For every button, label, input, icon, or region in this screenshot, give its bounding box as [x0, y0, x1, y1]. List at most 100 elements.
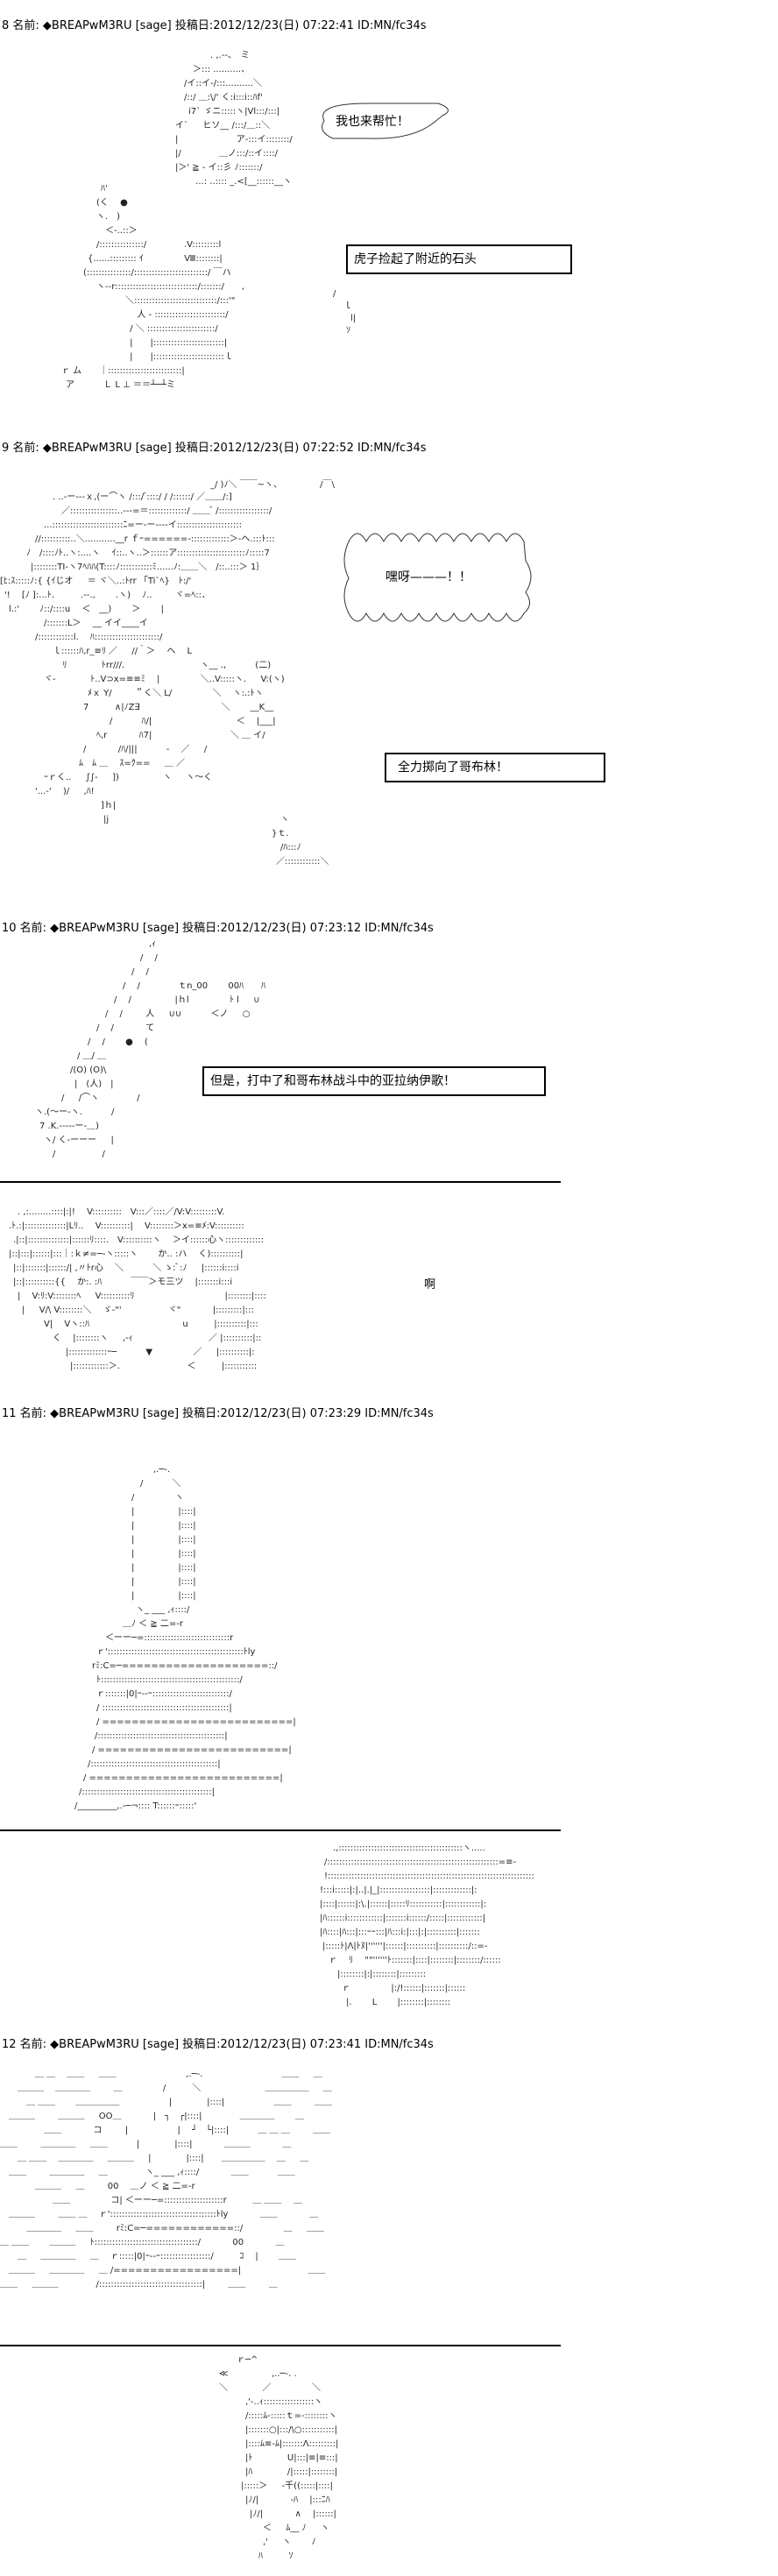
svg-text:}ｔ.: }ｔ.	[272, 829, 289, 839]
svg-text:＿ ＿＿ ＿＿＿＿＿ | |::::|: ＿ ＿＿ ＿＿＿＿＿ | |::::| ＿＿ ＿＿	[26, 2098, 332, 2107]
svg-text:| V:ﾘ:V::::::::ﾍ V:::::::::: | V:ﾘ:V::::::::ﾍ V::::::::::ﾘ |::::::::|…	[18, 1292, 266, 1301]
svg-text:V| Vヽ::ﾊ u |::: V| Vヽ::ﾊ u |::::::::::|:::	[44, 1320, 258, 1329]
svg-text:|ﾊ::::::i::::::::::::|:::::::i: |ﾊ::::::i::::::::::::|:::::::i::::::/:::…	[320, 1914, 485, 1923]
svg-text:/ / ｔn_00 00ﾊ ﾊ: / / ｔn_00 00ﾊ ﾊ	[123, 981, 265, 991]
svg-text:| |::::|: | |::::|	[131, 1591, 196, 1601]
svg-text:| |::::|: | |::::|	[131, 1577, 196, 1587]
svg-text:/ /: / /	[131, 967, 150, 977]
svg-text:7 ∧|ﾉZ∃ ＼ __K: 7 ∧|ﾉZ∃ ＼ __K__	[83, 702, 274, 712]
svg-text:/ / 人 ∪∪ ＜ノ ○: / / 人 ∪∪ ＜ノ ○	[105, 1008, 251, 1019]
svg-text:ｒ:::::::|0|ｰ--ｰ:::::::::::::::: ｒ:::::::|0|ｰ--ｰ:::::::::::::::::::::::::…	[96, 1689, 232, 1699]
svg-text:ｒ |:/!::::::|:::::::|::::: ｒ |:/!::::::|:::::::|::::::	[342, 1984, 465, 1993]
svg-text:ヽ/ く-ーーー |: ヽ/ く-ーーー |	[44, 1136, 114, 1145]
svg-text:ﾄ:::::::::::::::::::::::::::::: ﾄ:::::::::::::::::::::::::::::::::::::::…	[96, 1675, 243, 1685]
svg-text:(:::::::::::::::/:::::::::::::: (:::::::::::::::/:::::::::::::::::::::::…	[83, 266, 231, 278]
svg-text:/:::::::::::::::::::::::::::::: /:::::::::::::::::::::::::::::::::::::::…	[79, 1787, 215, 1797]
svg-text:ﾊ': ﾊ'	[101, 184, 117, 194]
svg-text:|::::::::TI-ヽ7ﾍﾊﾊ(T::::ﾉ::::::: |::::::::TI-ヽ7ﾍﾊﾊ(T::::ﾉ:::::::::::ﾐ....…	[31, 562, 265, 572]
post-header: 10 名前: ◆BREAPwM3RU [sage] 投稿日:2012/12/23…	[2, 922, 434, 935]
post-header: 12 名前: ◆BREAPwM3RU [sage] 投稿日:2012/12/23…	[2, 2038, 434, 2051]
ascii-art-panel: ＿ ＿ ＿＿ ＿＿ ,.─-. ＿＿ ＿ ＿＿＿ ＿＿＿＿ ＿ / ＼ ＿＿＿＿…	[0, 2024, 778, 2576]
shout-bubble: 嘿呀———！！	[385, 570, 471, 584]
svg-text:ﾉ /::::ﾉﾄ..ヽ:....ヽ ｲ::..ヽ..＞:: ﾉ /::::ﾉﾄ..ヽ:....ヽ ｲ::..ヽ..＞::::::ア:::::…	[26, 548, 270, 558]
svg-text:/ ==========================|: / ==========================|	[96, 1717, 296, 1727]
svg-text:ヽ.(〜ー-ヽ. /: ヽ.(〜ー-ヽ. /	[35, 1108, 115, 1117]
svg-text:| |::::::::::::::::::::::::|: | |::::::::::::::::::::::::|	[110, 338, 227, 348]
svg-text:/ / ● (: / / ● (	[88, 1037, 148, 1047]
svg-text:ヽ_ ___ ,ｨ::::/: ヽ_ ___ ,ｨ::::/	[136, 1605, 190, 1615]
svg-text:/:::::ﾑ-:::::ｔ=-::::::::ヽ: /:::::ﾑ-:::::ｔ=-::::::::ヽ	[245, 2411, 337, 2421]
svg-text:ﾘ ﾄrr///. ヽ__ .,: ﾘ ﾄrr///. ヽ__ ., (二)	[39, 661, 271, 670]
ascii-art-panel: ,.─-. / ＼ / ヽ | |::::| | |::::| | |::::|…	[0, 1393, 778, 2024]
svg-text:| |::::|: | |::::|	[131, 1507, 196, 1517]
svg-text:|＞' ≧ - イ::彡 ﾉ:::::::/: |＞' ≧ - イ::彡 ﾉ:::::::/	[175, 163, 263, 173]
ascii-art-panel-2: ｒ─^ ≪ ,..─-. . ＼ ／ ＼ ,'-..ｨ:::::::::::::…	[0, 2346, 778, 2576]
svg-text:ｒ ム ｜::::::::::::::::::::::::: ｒ ム ｜:::::::::::::::::::::::::|	[61, 365, 185, 376]
svg-text:/::::::::::::l. ﾊ::::::::::::: /::::::::::::l. ﾊ::::::::::::::::::::::/	[26, 633, 163, 642]
svg-text:ﾒｘ Y/ ＂く＼ L/ ＼ ヽ:.:ﾄヽ: ﾒｘ Y/ ＂く＼ L/ ＼ ヽ:.:ﾄヽ	[88, 687, 264, 698]
svg-text:| |::::|: | |::::|	[131, 1549, 196, 1559]
svg-text:/:::::::::::::::::::::::::::::: /:::::::::::::::::::::::::::::::::::::::…	[95, 1731, 228, 1741]
svg-text:/ / て: / / て	[96, 1023, 154, 1033]
svg-text:/_________,.-─¬:::: T::::::ｰ::: /_________,.-─¬:::: T::::::ｰ:::::'	[74, 1801, 196, 1811]
svg-text:＼::::::::::::::::::::::::::::/: ＼::::::::::::::::::::::::::::/:::'"	[105, 295, 235, 306]
svg-text:人 - ::::::::::::::::::::::::/: 人 - ::::::::::::::::::::::::/	[114, 309, 229, 320]
ascii-art: _/ )ﾉ＼ ￣￣~ヽ、 /￣\ . ..-ー---ｘ,(ー⌒ヽ /:::/ ̄…	[0, 478, 605, 867]
svg-text:/::/ ＿:\/' く:i:::i::ﾊf': /::/ ＿:\/' く:i:::i::ﾊf'	[175, 93, 263, 103]
ascii-art: .,::::::::::::::::::::::::::::::::::::::…	[320, 1844, 534, 2007]
svg-text:|ﾊ /|:::::|::::::::|: |ﾊ /|:::::|::::::::|	[245, 2467, 337, 2477]
svg-text:/: /	[333, 289, 336, 299]
svg-text:＿ ＿＿ ＿＿＿ ﾄ::::::::::::::::: ＿ ＿＿ ＿＿＿ ﾄ::::::::::::::::::::::::::::::…	[0, 2238, 284, 2247]
svg-text:＿ ＿ ＿＿ ＿＿ ,.─-.: ＿ ＿ ＿＿ ＿＿ ,.─-. ＿＿ ＿	[35, 2070, 322, 2079]
svg-text:/ ﾊ/| ＜ |___|: / ﾊ/| ＜ |___|	[92, 717, 276, 726]
svg-text:＜-..::＞: ＜-..::＞	[105, 226, 138, 236]
svg-text:ヾ- ﾄ..V⊃x=≡≡ﾐ | ＼..: ヾ- ﾄ..V⊃x=≡≡ﾐ | ＼..V:::::ヽ. V:(ヽ)	[44, 674, 285, 684]
svg-text:|. L |::::::::|::::::::: |. L |::::::::|::::::::	[346, 1998, 450, 2007]
svg-text:.,::::::::::::::::::::::::::::: .,::::::::::::::::::::::::::::::::::::::…	[333, 1844, 485, 1853]
svg-text:|:::::＞ -千((:::::|::::|: |:::::＞ -千((:::::|::::|	[241, 2480, 333, 2491]
svg-text:|::::ﾑ≡-ﾑ|:::::::Λ:::::::::|: |::::ﾑ≡-ﾑ|:::::::Λ:::::::::|	[245, 2439, 338, 2449]
svg-text:＿＿＿ ＿＿＿＿ ＿ / ＼: ＿＿＿ ＿＿＿＿ ＿ / ＼ ＿＿＿＿＿ ＿	[18, 2083, 332, 2093]
narration-box: 全力掷向了哥布林！	[398, 761, 508, 775]
svg-text:|::|:::::::|::::::/| ,〃ﾄr心 ＼: |::|:::::::|::::::/| ,〃ﾄr心 ＼ ＼ ゝ:ﾞ:ﾉ |::…	[13, 1263, 239, 1273]
svg-text:＿＿ コ | | ┘ └|:::: ＿＿ コ | | ┘ └|::::| ＿ ＿ ＿ ＿＿	[44, 2124, 330, 2135]
svg-text:/ / |ｈl ﾄ l ∪: / / |ｈl ﾄ l ∪	[114, 994, 260, 1005]
svg-text:!:::i:::::|:|..|.|_|::::::::::: !:::i:::::|:|..|.|_|:::::::::::::::::|::…	[320, 1886, 477, 1895]
svg-text:ヽ--r::::::::::::::::::::::::::: ヽ--r::::::::::::::::::::::::::::/:::::::…	[96, 282, 244, 292]
svg-text:,ｨ: ,ｨ	[149, 939, 156, 949]
svg-text:く |::::::::ヽ ,-ｨ ／: く |::::::::ヽ ,-ｨ ／ |::::::::::|::	[53, 1333, 261, 1343]
svg-text:／::::::::::::::::..---=＝::::::: ／::::::::::::::::..---=＝:::::::::::::/ ＿…	[61, 506, 272, 516]
svg-text:＿＿ ＿＿＿ /::::::::::::::::: ＿＿ ＿＿＿ /::::::::::::::::::::::::::::::::…	[0, 2280, 278, 2289]
svg-text:7 .K.-----ー-＿): 7 .K.-----ー-＿)	[39, 1122, 99, 1131]
svg-text:|/ ＿ノ:::/::イ::::/: |/ ＿ノ:::/::イ::::/	[175, 149, 279, 159]
svg-text:| |::::|: | |::::|	[131, 1563, 196, 1573]
post-11: 11 名前: ◆BREAPwM3RU [sage] 投稿日:2012/12/23…	[0, 1393, 778, 2024]
svg-text:ヽ. ): ヽ. )	[96, 212, 120, 222]
svg-text:ﾑ ﾑ ＿ ｽ=ｸ== ＿ ／: ﾑ ﾑ ＿ ｽ=ｸ== ＿ ／	[79, 758, 185, 768]
svg-text:ｌ::::::ﾊ,r_≡ﾘ ／ //｀＞ ヘ L: ｌ::::::ﾊ,r_≡ﾘ ／ //｀＞ ヘ L	[35, 644, 193, 656]
svg-text:...::::::::::::::::::::::::ﾆ=ー: ...::::::::::::::::::::::::ﾆ=ー-ー----イ:::…	[44, 520, 242, 530]
svg-text:,' ヽ ﾉ: ,' ヽ ﾉ	[263, 2537, 315, 2547]
panel-divider	[0, 1181, 561, 1183]
svg-text:＿ﾉ ＜ ≧ 二=-r: ＿ﾉ ＜ ≧ 二=-r	[123, 1619, 184, 1629]
svg-text:ｌ: ｌ	[343, 301, 352, 311]
svg-text:[ﾋ:ｽ:::::ﾉ:{ {ｲじオ ＝ ヾ＼..:ﾄrr: [ﾋ:ｽ:::::ﾉ:{ {ｲじオ ＝ ヾ＼..:ﾄrr 「Ti`ﾍ} ﾄ:/'	[0, 576, 191, 586]
svg-text:/ﾊ:::ﾉ: /ﾊ:::ﾉ	[280, 843, 301, 853]
svg-text:rﾐ:C=─====================::/: rﾐ:C=─====================::/	[92, 1661, 278, 1671]
svg-text://::::::::::..＼...........__r: //::::::::::..＼...........__r ｆｰ======-:…	[35, 534, 275, 544]
svg-text:/ ==========================|: / ==========================|	[83, 1773, 283, 1783]
svg-text:≪ ,..─-. .: ≪ ,..─-. .	[219, 2369, 297, 2379]
svg-text:/ /: / /	[53, 1150, 106, 1159]
svg-text:...: ..:::: _.<[__::::::__ヽ: ...: ..:::: _.<[__::::::__ヽ	[184, 177, 292, 187]
svg-text:_/ )ﾉ＼ ￣￣~ヽ、 /￣\: _/ )ﾉ＼ ￣￣~ヽ、 /￣\	[209, 478, 336, 490]
svg-text:. ..-ー---ｘ,(ー⌒ヽ /:::/ ̄::::/ /: . ..-ー---ｘ,(ー⌒ヽ /:::/ ̄::::/ / /::::::/ …	[53, 492, 232, 502]
svg-text:,'-..ｨ:::::::::::::::::ヽ: ,'-..ｨ:::::::::::::::::ヽ	[245, 2397, 322, 2407]
svg-text:＿＿＿ ＿ 00 ＿ノ ＜ ≧ 二=-r: ＿＿＿ ＿ 00 ＿ノ ＜ ≧ 二=-r	[35, 2182, 196, 2191]
svg-text:/ ＿/ ＿: / ＿/ ＿	[77, 1051, 106, 1061]
narration-box: 但是，打中了和哥布林战斗中的亚拉纳伊歌！	[210, 1074, 456, 1088]
svg-text:| (人) |: | (人) |	[74, 1079, 114, 1089]
svg-text:＿＿ ＿＿＿＿ ＿ ヽ_ ___ ,ｨ::: ＿＿ ＿＿＿＿ ＿ ヽ_ ___ ,ｨ::::/ ＿＿ ＿＿	[9, 2168, 295, 2177]
svg-text:|:::::::○|:::/\○:::::::::::|: |:::::::○|:::/\○:::::::::::|	[245, 2425, 337, 2435]
svg-text:＿＿＿ ＿＿ ＿ ｒ':::::::::::::::: ＿＿＿ ＿＿ ＿ ｒ':::::::::::::::::::::::::::::…	[9, 2210, 318, 2219]
svg-text:|ﾄ U|:::|≡|≡:::|: |ﾄ U|:::|≡|≡:::|	[245, 2453, 338, 2463]
